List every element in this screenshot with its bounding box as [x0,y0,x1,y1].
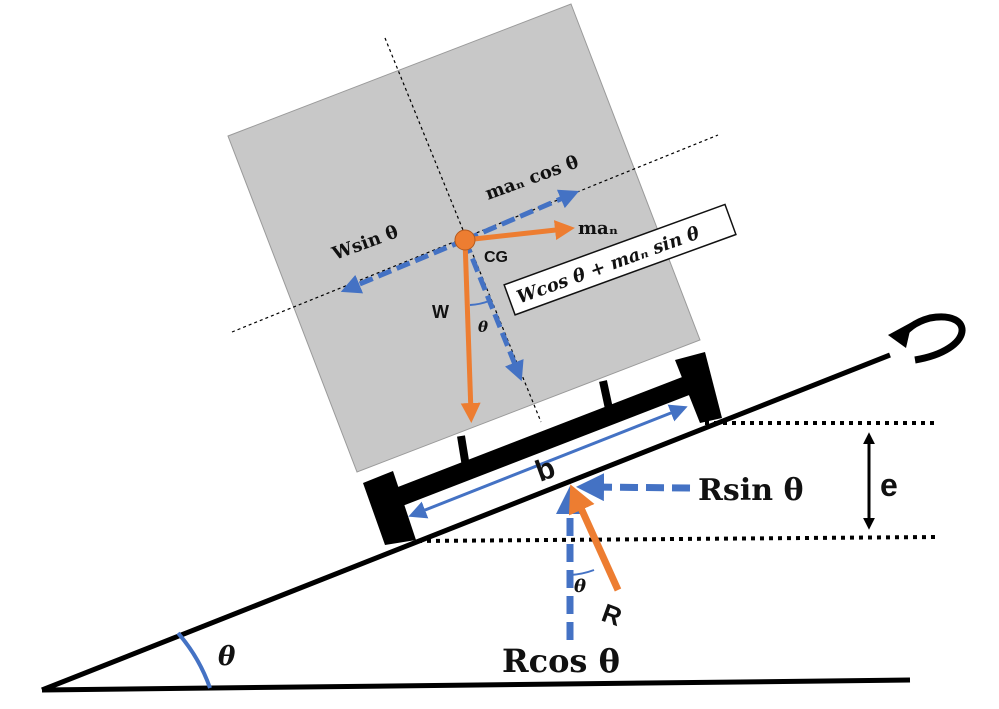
r-sin-label: Rsin θ [698,473,803,508]
right-wheel [675,352,722,423]
w-label: W [432,302,449,322]
incline-angle-arc [176,631,212,689]
theta-cg-label: θ [478,318,488,336]
theta-r-label: θ [574,576,586,597]
r-sin-arrow [576,473,691,502]
w-sin-arrow [340,237,466,294]
left-wheel [363,471,416,545]
cg-label: CG [484,249,508,266]
lower-dotted-line [417,535,936,543]
man-label: maₙ [578,218,618,239]
ground-line [41,677,911,693]
weight-arrow [460,239,481,423]
reaction-arrow [569,484,622,592]
r-label: R [598,597,626,632]
theta-arc-cg [469,300,490,306]
r-cos-label: Rcos θ [502,642,620,680]
cg-point [454,229,476,251]
curved-arrow-icon [888,313,966,364]
w-cos-plus-arrow [462,239,524,382]
e-label: e [880,467,898,503]
b-label: b [531,451,560,488]
incline-line [41,352,891,693]
b-dimension-arrow [408,404,688,519]
theta-incline-label: θ [218,642,236,672]
theta-arc-r [569,569,595,576]
man-arrow [464,220,575,243]
